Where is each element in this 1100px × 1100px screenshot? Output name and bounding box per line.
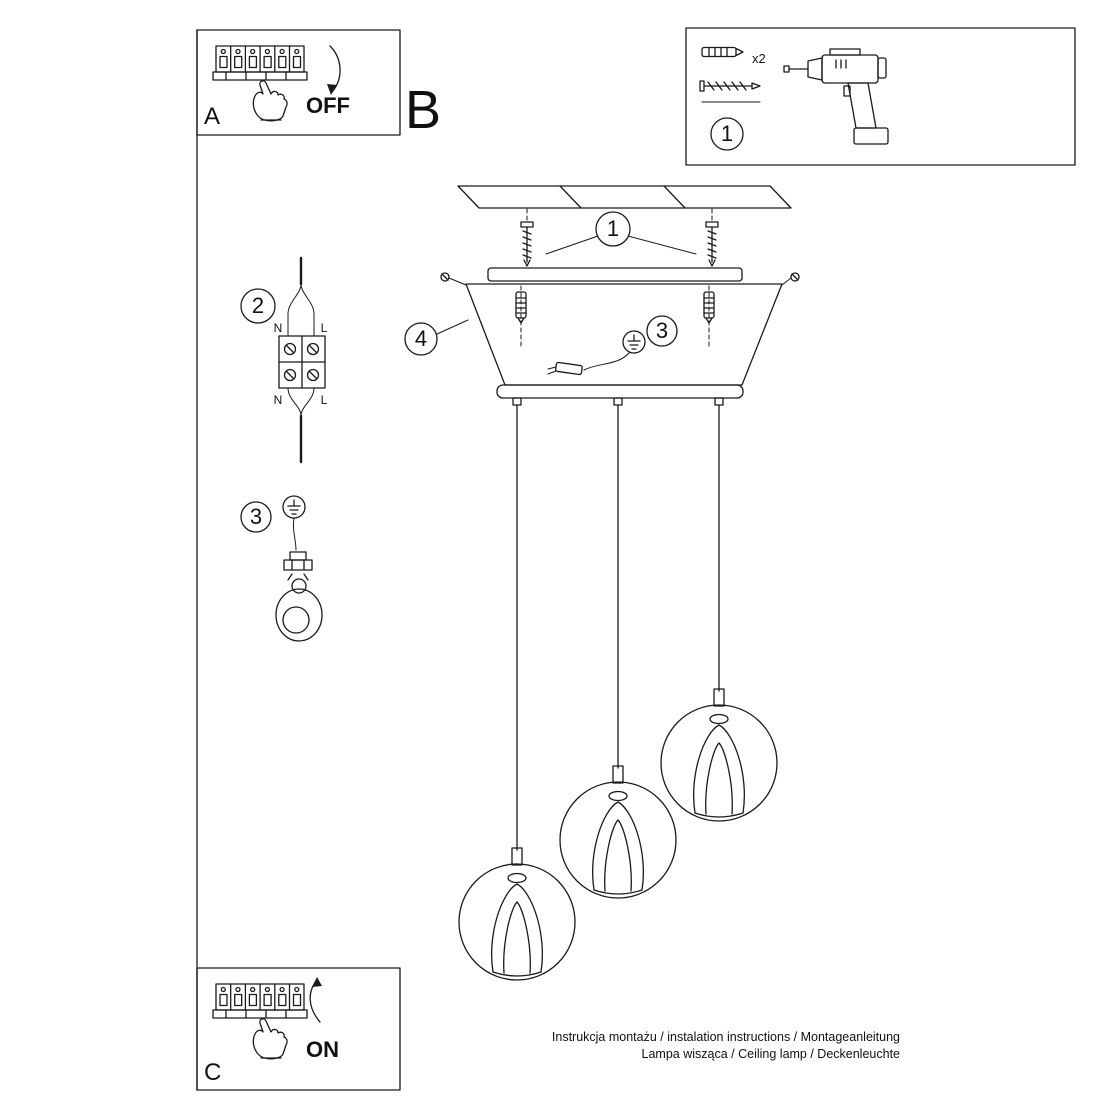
tools-panel-frame bbox=[685, 27, 1076, 166]
cord-grip-1 bbox=[512, 397, 522, 406]
wire-n-top bbox=[287, 283, 302, 337]
mounting-bar bbox=[487, 267, 743, 282]
cable-sleeve bbox=[555, 361, 583, 376]
wall-plug-icon bbox=[701, 46, 744, 58]
cord-grip-3 bbox=[714, 397, 724, 406]
label-l-bottom: L bbox=[321, 393, 328, 407]
hand-icon-c bbox=[252, 1018, 288, 1060]
on-label: ON bbox=[306, 1037, 339, 1062]
callout-1-number: 1 bbox=[607, 216, 619, 241]
end-screw-right bbox=[781, 272, 800, 286]
mounting-screw-right bbox=[705, 221, 719, 267]
step-3-badge bbox=[240, 501, 272, 533]
hand-icon bbox=[252, 80, 288, 122]
step-1-number: 1 bbox=[721, 121, 733, 146]
terminal-block bbox=[278, 335, 326, 389]
section-b-label: B bbox=[405, 80, 441, 140]
callout-3-badge bbox=[646, 315, 678, 347]
wire-l-top bbox=[300, 283, 315, 337]
panel-c: ON C bbox=[196, 967, 401, 1091]
circuit-breaker-icon bbox=[212, 45, 308, 81]
footer-line-2: Lampa wisząca / Ceiling lamp / Deckenleu… bbox=[642, 1047, 901, 1061]
glass-sphere-1 bbox=[458, 847, 576, 981]
callout-3-number: 3 bbox=[656, 318, 668, 343]
step-3-number: 3 bbox=[250, 504, 262, 529]
ground-step: 3 bbox=[240, 495, 323, 642]
end-screw-left bbox=[440, 272, 467, 286]
screw-icon bbox=[699, 80, 761, 92]
ground-symbol bbox=[282, 495, 306, 519]
label-l-top: L bbox=[321, 321, 328, 335]
callout-4-badge bbox=[404, 322, 438, 356]
ceiling-plate bbox=[457, 185, 792, 209]
wire-l-bottom bbox=[300, 387, 315, 417]
step-2-badge bbox=[240, 288, 276, 324]
off-label: OFF bbox=[306, 93, 350, 118]
cord-grip-2 bbox=[613, 397, 623, 406]
label-n-bottom: N bbox=[274, 393, 283, 407]
callout-4-leader bbox=[436, 319, 469, 335]
earth-symbol bbox=[622, 330, 646, 354]
tools-panel: x2 bbox=[685, 27, 1076, 166]
canopy-base-bar bbox=[496, 384, 744, 399]
ground-clamp bbox=[283, 551, 313, 581]
step-2-number: 2 bbox=[252, 293, 264, 318]
drill-icon bbox=[783, 48, 889, 145]
panel-a: OFF A bbox=[196, 29, 401, 136]
ground-wire bbox=[292, 517, 297, 551]
callout-1-leader-left bbox=[545, 235, 599, 255]
panel-a-label: A bbox=[204, 103, 220, 130]
cable-strand-2 bbox=[547, 370, 557, 375]
arrow-up-head bbox=[312, 977, 322, 987]
glass-sphere-3 bbox=[660, 688, 778, 822]
wire-n-bottom bbox=[287, 387, 302, 417]
label-n-top: N bbox=[274, 321, 283, 335]
callout-1-leader-right bbox=[627, 235, 697, 255]
glass-sphere-2 bbox=[559, 765, 677, 899]
panel-c-frame bbox=[196, 967, 401, 1091]
installation-diagram: 1 3 bbox=[404, 185, 800, 981]
cable-strand-1 bbox=[547, 366, 557, 370]
footer-line-1: Instrukcja montażu / instalation instruc… bbox=[552, 1030, 900, 1044]
step-1-badge bbox=[710, 117, 744, 151]
earth-wire bbox=[583, 351, 631, 371]
anchor-count-label: x2 bbox=[752, 51, 766, 66]
canopy-trapezoid bbox=[465, 283, 783, 386]
panel-c-label: C bbox=[204, 1059, 221, 1086]
mounting-screw-left bbox=[520, 221, 534, 267]
circuit-breaker-icon-c bbox=[212, 983, 308, 1019]
callout-4-number: 4 bbox=[415, 326, 427, 351]
arrow-down-head bbox=[327, 84, 337, 95]
panel-a-frame bbox=[196, 29, 401, 136]
lamp-holder-ring bbox=[275, 578, 323, 642]
wiring-step: 2 N L N L bbox=[240, 256, 328, 464]
callout-1-badge bbox=[595, 211, 631, 247]
